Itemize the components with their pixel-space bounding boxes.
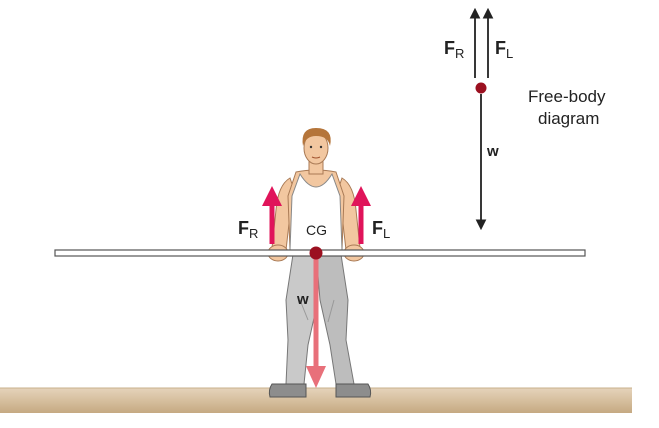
cg-dot: [309, 246, 323, 260]
floor: [0, 388, 632, 413]
weight-label: w: [296, 291, 309, 308]
hair: [302, 128, 331, 146]
fbd-cg-dot: [475, 82, 487, 94]
fbd-caption-line1: Free-body: [528, 87, 606, 106]
left-leg: [285, 247, 319, 385]
weight-arrowhead: [306, 366, 326, 388]
fbd-force-right-label: FR: [444, 38, 464, 61]
right-leg: [315, 247, 355, 385]
fbd-caption-line2: diagram: [538, 109, 599, 128]
left-shoe: [268, 383, 307, 398]
force-left-label: FL: [372, 218, 390, 241]
free-body-diagram: FR FL w: [444, 7, 513, 231]
fbd-force-left-label: FL: [495, 38, 513, 61]
right-shoe: [335, 383, 372, 398]
fbd-weight-label: w: [486, 143, 499, 160]
force-right-label: FR: [238, 218, 258, 241]
cg-label: CG: [306, 222, 327, 238]
person-figure: [267, 128, 372, 398]
